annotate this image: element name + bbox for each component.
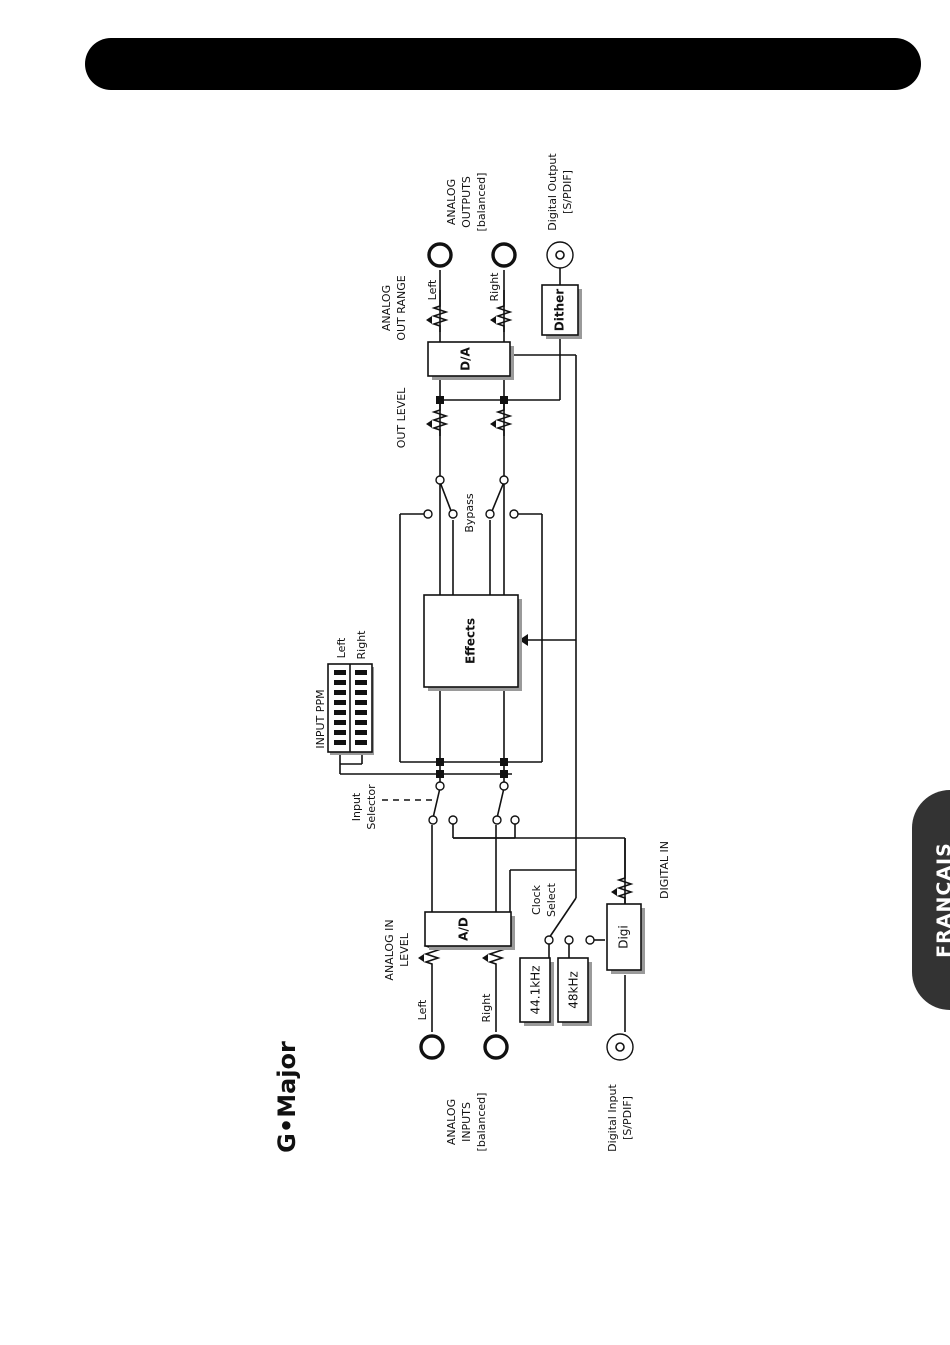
out-level-label: OUT LEVEL: [395, 387, 408, 448]
digital-output-jack: [547, 242, 573, 268]
analog-in-level-label-2: LEVEL: [398, 932, 411, 967]
product-title: G•Major: [273, 1041, 301, 1153]
digital-input-label-1: Digital Input: [606, 1083, 619, 1151]
analog-outputs-label-3: [balanced]: [475, 173, 488, 232]
ad-label: A/D: [457, 917, 471, 941]
da-label: D/A: [459, 346, 473, 370]
freq-44-label: 44.1kHz: [529, 966, 543, 1015]
freq-48-block: 48kHz: [558, 958, 592, 1026]
analog-inputs-label-1: ANALOG: [445, 1099, 458, 1145]
junctions: [436, 396, 508, 778]
clock-select-label-1: Clock: [530, 884, 543, 915]
ppm-left-label: Left: [335, 637, 348, 658]
digi-block: Digi: [607, 904, 645, 974]
digital-input-jack: [607, 1034, 633, 1060]
effects-block: Effects: [424, 595, 522, 691]
analog-output-right-jack: [493, 244, 515, 266]
output-jacks: [429, 242, 573, 268]
analog-input-right-jack: [485, 1036, 507, 1058]
digital-output-label-2: [S/PDIF]: [561, 170, 574, 214]
digital-input-label-2: [S/PDIF]: [621, 1096, 634, 1140]
out-left-label: Left: [426, 279, 439, 300]
analog-output-left-jack: [429, 244, 451, 266]
analog-out-range-label-2: OUT RANGE: [395, 275, 408, 340]
analog-outputs-label-1: ANALOG: [445, 179, 458, 225]
input-selector-label-2: Selector: [365, 784, 378, 830]
analog-inputs-label-2: INPUTS: [460, 1102, 473, 1142]
digi-label: Digi: [617, 925, 631, 949]
in-right-label: Right: [480, 993, 493, 1023]
clock-select-label-2: Select: [545, 882, 558, 917]
dither-label: Dither: [553, 289, 567, 331]
freq-48-label: 48kHz: [567, 971, 581, 1009]
digital-in-label: DIGITAL IN: [658, 841, 671, 899]
analog-outputs-label-2: OUTPUTS: [460, 176, 473, 228]
input-ppm-meter: [328, 664, 374, 755]
ppm-right-label: Right: [355, 630, 368, 660]
input-jacks: [421, 1034, 633, 1060]
bypass-label: Bypass: [463, 493, 476, 533]
da-converter-block: D/A: [428, 342, 514, 380]
effects-label: Effects: [464, 618, 478, 664]
freq-44-block: 44.1kHz: [520, 958, 554, 1026]
out-right-label: Right: [488, 272, 501, 302]
input-ppm-label: INPUT PPM: [314, 689, 327, 748]
analog-out-range-label-1: ANALOG: [380, 285, 393, 331]
input-selector-label-1: Input: [350, 792, 363, 821]
in-left-label: Left: [416, 999, 429, 1020]
ad-converter-block: A/D: [425, 912, 515, 950]
switch-contacts: [424, 476, 594, 944]
analog-in-level-label-1: ANALOG IN: [383, 919, 396, 980]
analog-input-left-jack: [421, 1036, 443, 1058]
dither-block: Dither: [542, 285, 582, 339]
analog-inputs-label-3: [balanced]: [475, 1093, 488, 1152]
digital-output-label-1: Digital Output: [546, 153, 559, 231]
